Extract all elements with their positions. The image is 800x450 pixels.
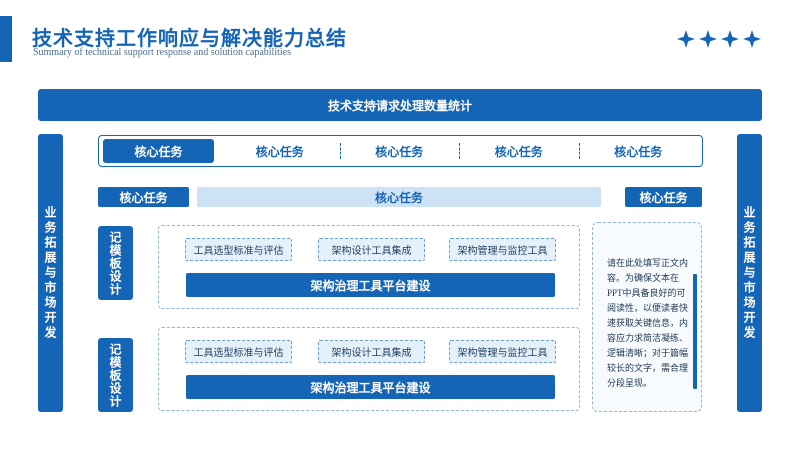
tab-core-task-1[interactable]: 核心任务 xyxy=(103,139,214,163)
star-decoration xyxy=(676,29,762,49)
row-label-2: 记模板设计 xyxy=(98,338,133,412)
star-icon xyxy=(699,30,717,48)
header-accent-bar xyxy=(0,16,12,62)
side-bar-left: 业务拓展与市场开发 xyxy=(38,134,63,412)
chip-arch-design: 架构设计工具集成 xyxy=(318,340,425,363)
star-icon xyxy=(743,30,761,48)
chip-arch-monitoring: 架构管理与监控工具 xyxy=(449,340,556,363)
subheader-center: 核心任务 xyxy=(197,187,601,207)
text-card: 请在此处填写正文内容。为确保文本在PPT中具备良好的可阅读性，以便读者快速获取关… xyxy=(592,222,702,412)
page-title: 技术支持工作响应与解决能力总结 xyxy=(32,26,347,50)
chip-tool-selection: 工具选型标准与评估 xyxy=(185,340,292,363)
row-box-2: 工具选型标准与评估 架构设计工具集成 架构管理与监控工具 架构治理工具平台建设 xyxy=(158,327,580,411)
row-box-1: 工具选型标准与评估 架构设计工具集成 架构管理与监控工具 架构治理工具平台建设 xyxy=(158,225,580,309)
row-label-1: 记模板设计 xyxy=(98,226,133,300)
tab-core-task-3[interactable]: 核心任务 xyxy=(339,139,460,163)
text-card-body: 请在此处填写正文内容。为确保文本在PPT中具备良好的可阅读性，以便读者快速获取关… xyxy=(607,258,689,388)
chip-tool-selection: 工具选型标准与评估 xyxy=(185,238,292,261)
banner-title: 技术支持请求处理数量统计 xyxy=(38,89,762,121)
chip-arch-design: 架构设计工具集成 xyxy=(318,238,425,261)
subheader-left: 核心任务 xyxy=(98,187,189,207)
star-icon xyxy=(721,30,739,48)
tab-core-task-4[interactable]: 核心任务 xyxy=(459,139,579,163)
subheader-right: 核心任务 xyxy=(625,187,702,207)
text-card-accent xyxy=(693,274,697,389)
chip-arch-monitoring: 架构管理与监控工具 xyxy=(449,238,556,261)
side-bar-right: 业务拓展与市场开发 xyxy=(737,134,762,412)
task-tab-bar: 核心任务 核心任务 核心任务 核心任务 核心任务 xyxy=(98,135,703,167)
star-icon xyxy=(677,30,695,48)
platform-bar: 架构治理工具平台建设 xyxy=(186,375,555,399)
banner-label: 技术支持请求处理数量统计 xyxy=(327,98,472,113)
tab-core-task-5[interactable]: 核心任务 xyxy=(578,139,699,163)
page-subtitle: Summary of technical support response an… xyxy=(33,47,291,58)
platform-bar: 架构治理工具平台建设 xyxy=(186,273,555,297)
tab-core-task-2[interactable]: 核心任务 xyxy=(255,144,304,159)
